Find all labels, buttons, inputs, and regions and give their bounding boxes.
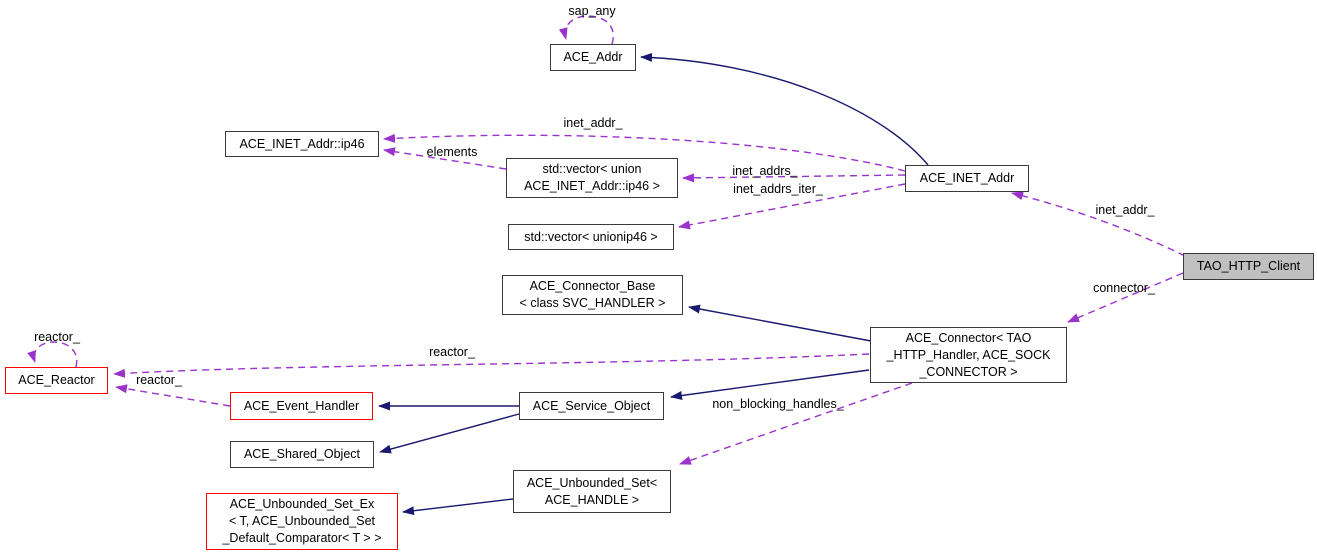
edge-serviceobject-to-sharedobject xyxy=(379,413,520,454)
edge-sapany-selfloop xyxy=(558,15,614,45)
edge-tao-to-inetaddr xyxy=(1011,191,1186,257)
edge-label-inet-addr-top: inet_addr_ xyxy=(563,116,623,130)
node-std-vector-union-ip46[interactable]: std::vector< union ACE_INET_Addr::ip46 > xyxy=(506,158,678,198)
edge-inetaddr-to-vectorunion xyxy=(682,173,906,183)
edge-label-reactor-far: reactor_ xyxy=(429,345,475,359)
node-ace-inet-addr-ip46[interactable]: ACE_INET_Addr::ip46 xyxy=(225,131,379,157)
node-ace-event-handler[interactable]: ACE_Event_Handler xyxy=(230,392,373,420)
node-ace-connector[interactable]: ACE_Connector< TAO _HTTP_Handler, ACE_SO… xyxy=(870,327,1067,383)
edge-connector-to-connectorbase xyxy=(688,304,872,342)
node-ace-shared-object[interactable]: ACE_Shared_Object xyxy=(230,441,374,468)
edge-connector-to-serviceobject xyxy=(670,369,870,400)
edge-connector-to-unboundedset xyxy=(679,382,913,465)
edge-label-elements: elements xyxy=(426,145,478,159)
node-ace-reactor[interactable]: ACE_Reactor xyxy=(5,367,108,394)
node-ace-service-object[interactable]: ACE_Service_Object xyxy=(519,392,664,420)
edge-inetaddr-to-vectorunionip46 xyxy=(678,183,906,230)
edge-label-non-blocking-handles: non_blocking_handles_ xyxy=(712,397,844,411)
edge-label-reactor-loop: reactor_ xyxy=(34,330,80,344)
edge-label-connector: connector_ xyxy=(1093,281,1155,295)
edge-inetaddr-to-ip46 xyxy=(383,133,906,172)
edge-connector-to-reactor xyxy=(113,353,870,378)
edge-label-inet-addrs-iter: inet_addrs_iter_ xyxy=(733,182,823,196)
edge-label-reactor-mid: reactor_ xyxy=(136,373,182,387)
node-tao-http-client: TAO_HTTP_Client xyxy=(1183,253,1314,280)
edge-eventhandler-to-reactor xyxy=(115,384,231,407)
edge-label-inet-addr-right: inet_addr_ xyxy=(1095,203,1155,217)
edge-label-sap-any: sap_any xyxy=(568,4,616,18)
edge-unboundedset-to-unboundedsetex xyxy=(402,498,514,516)
edge-label-inet-addrs: inet_addrs_ xyxy=(732,164,798,178)
node-ace-unbounded-set[interactable]: ACE_Unbounded_Set< ACE_HANDLE > xyxy=(513,470,671,513)
edge-tao-to-connector xyxy=(1067,272,1184,323)
node-ace-inet-addr[interactable]: ACE_INET_Addr xyxy=(905,165,1029,192)
node-ace-unbounded-set-ex[interactable]: ACE_Unbounded_Set_Ex < T, ACE_Unbounded_… xyxy=(206,493,398,550)
edge-inetaddr-to-aceaddr xyxy=(640,52,929,166)
edge-reactor-selfloop xyxy=(27,341,78,368)
node-ace-connector-base[interactable]: ACE_Connector_Base < class SVC_HANDLER > xyxy=(502,275,683,315)
node-ace-addr[interactable]: ACE_Addr xyxy=(550,44,636,71)
node-std-vector-unionip46[interactable]: std::vector< unionip46 > xyxy=(508,224,674,250)
edge-vector-to-ip46-elements xyxy=(383,147,507,170)
